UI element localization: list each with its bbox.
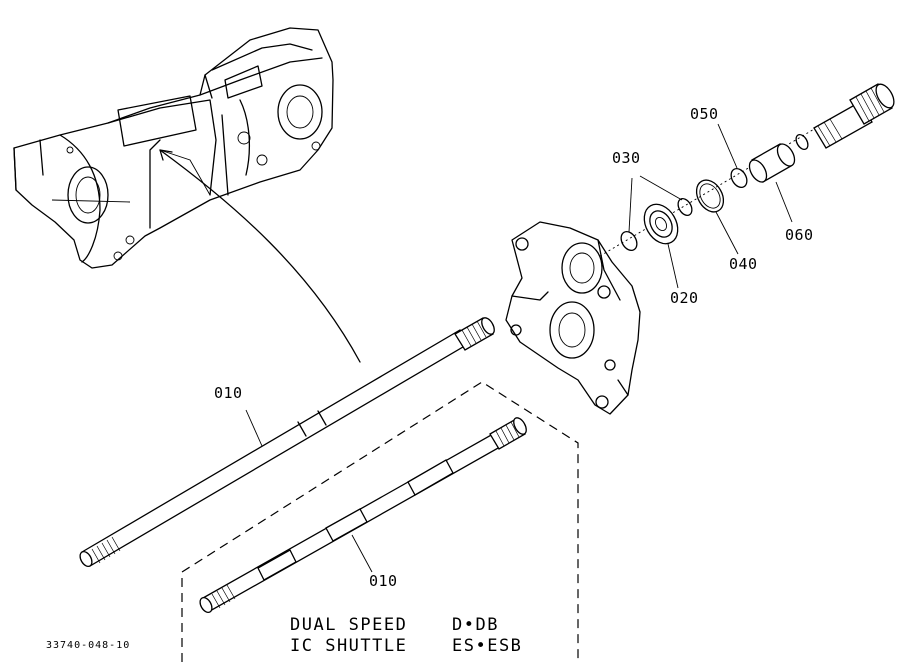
collar-060 [748, 143, 796, 183]
leader-lines [245, 123, 793, 573]
leader-arrowhead [159, 149, 173, 161]
variant-box-border [181, 381, 579, 662]
part-label-010-upper: 010 [214, 384, 243, 402]
bearing-020 [643, 203, 679, 245]
part-label-030: 030 [612, 149, 641, 167]
case-leader-curve [159, 149, 361, 363]
part-label-040: 040 [729, 255, 758, 273]
part-label-020: 020 [670, 289, 699, 307]
variant-code-es-esb: ES•ESB [452, 636, 523, 656]
ring-040 [695, 179, 725, 213]
upper-shaft [79, 317, 495, 568]
circlip-030-a [620, 231, 638, 251]
variant-name-ic-shuttle: IC SHUTTLE [290, 636, 408, 656]
splined-stub-shaft [813, 83, 895, 149]
part-label-010-lower: 010 [369, 572, 398, 590]
variant-code-d-db: D•DB [452, 615, 499, 635]
circlip-small [795, 133, 809, 151]
lower-shaft [199, 417, 527, 614]
circlip-050 [730, 168, 748, 188]
figure-reference-number: 33740-048-10 [46, 640, 131, 651]
part-label-060: 060 [785, 226, 814, 244]
transmission-case [13, 27, 334, 269]
front-cover-housing [505, 221, 641, 415]
part-label-050: 050 [690, 105, 719, 123]
circlip-030-b [677, 197, 693, 217]
variant-name-dual-speed: DUAL SPEED [290, 615, 408, 635]
